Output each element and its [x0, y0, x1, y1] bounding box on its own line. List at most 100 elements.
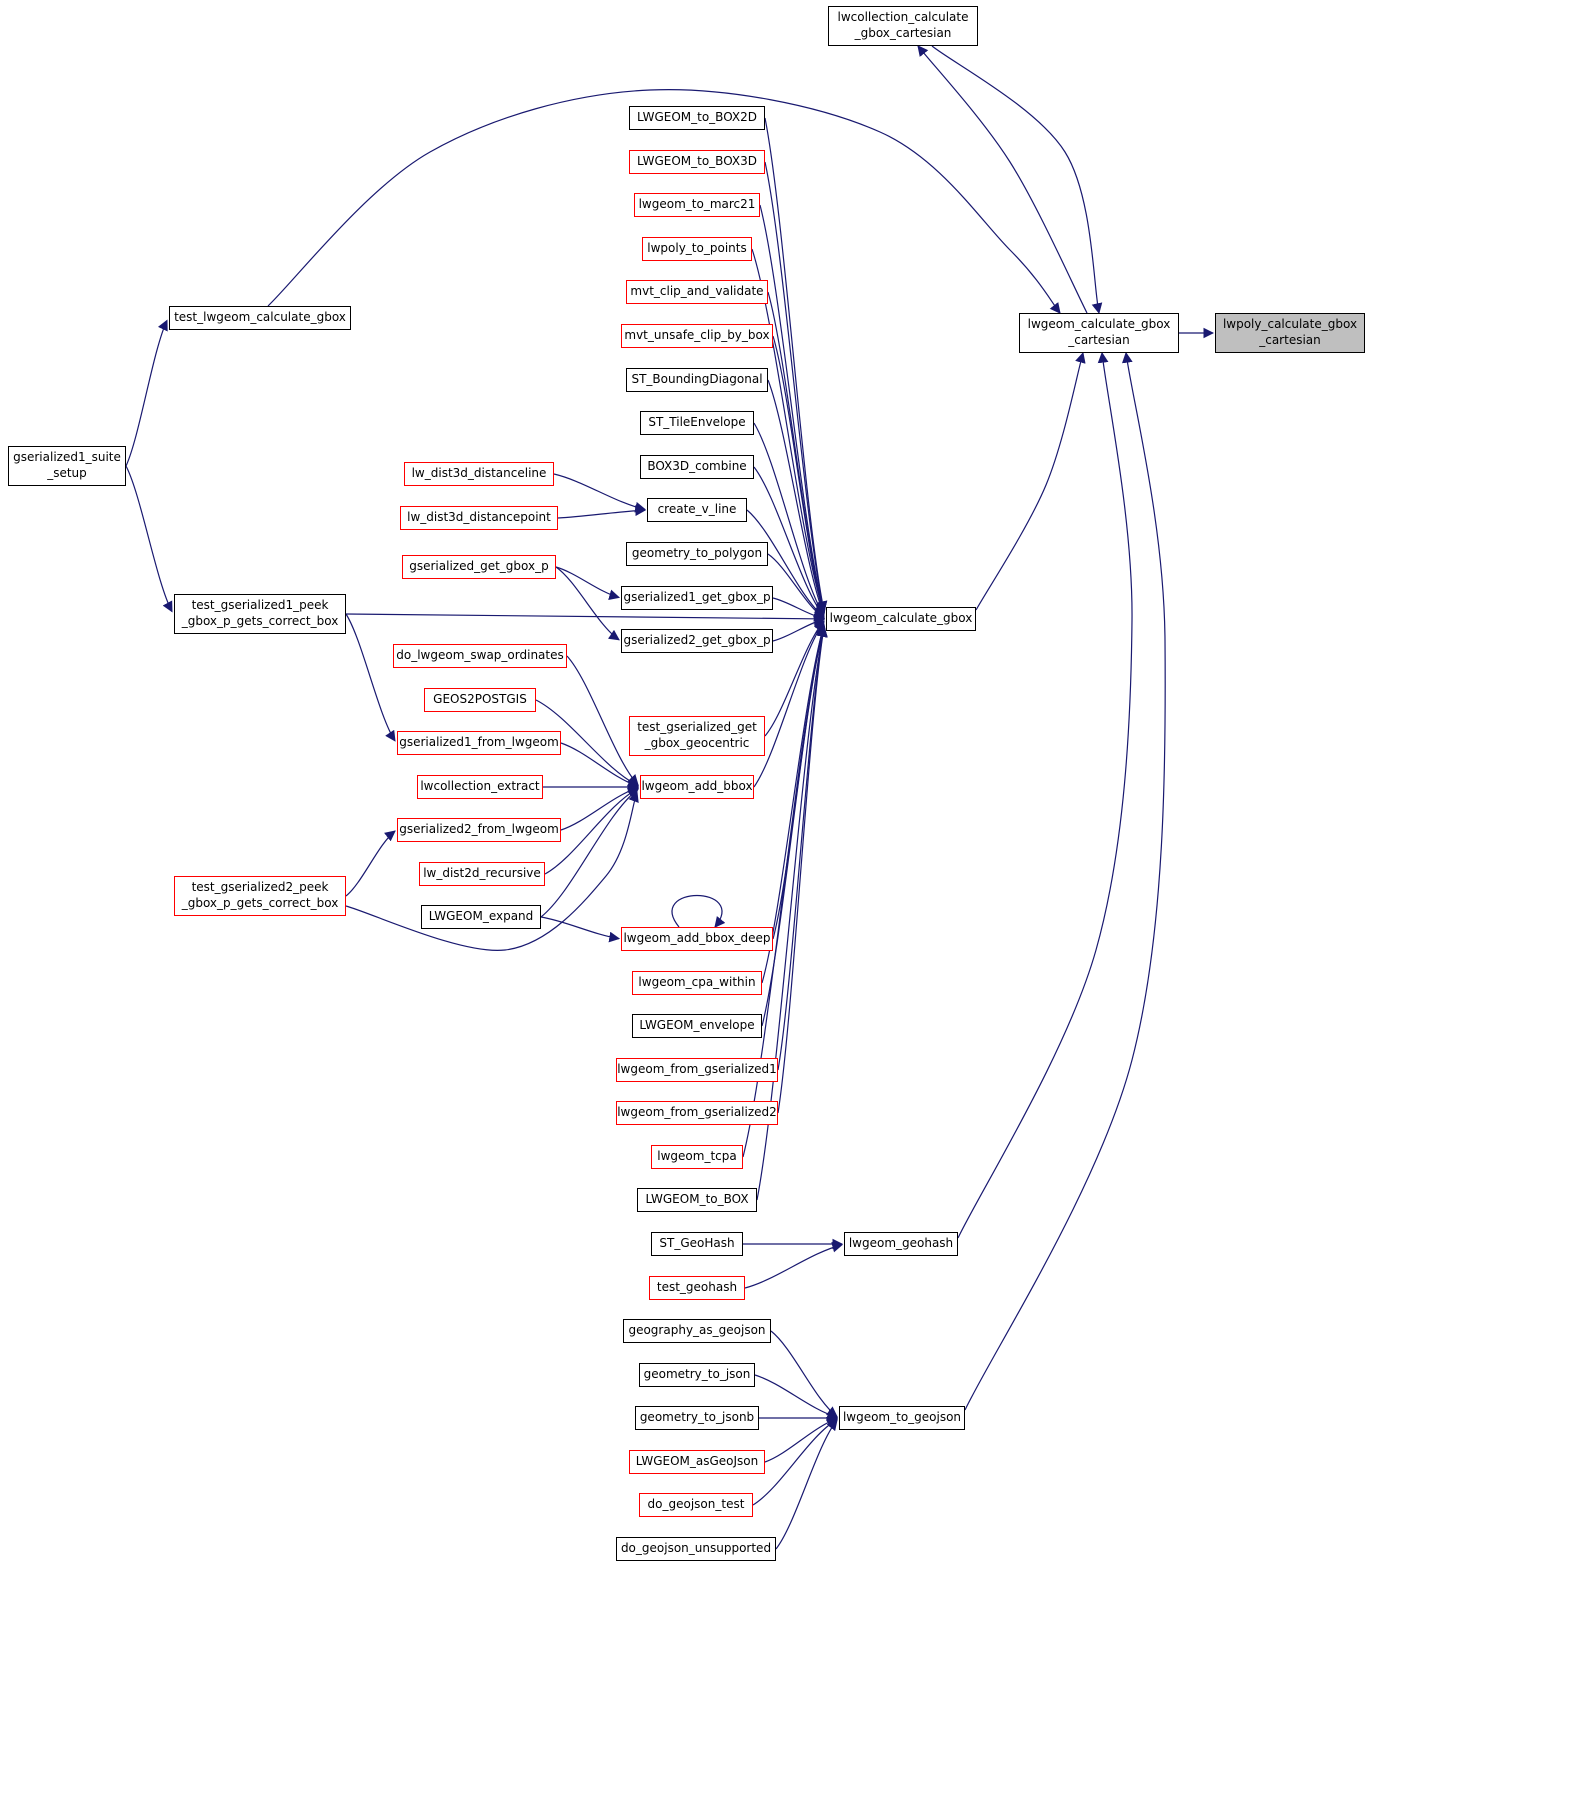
node-lwgeom_calculate_gbox_cartesian[interactable]: lwgeom_calculate_gbox _cartesian: [1019, 313, 1179, 353]
node-label: do_geojson_unsupported: [620, 1541, 772, 1556]
node-label: lwgeom_tcpa: [657, 1149, 737, 1164]
node-ST_GeoHash[interactable]: ST_GeoHash: [651, 1232, 743, 1256]
node-test_gserialized1_peek_gbox_p_gets_correct_box[interactable]: test_gserialized1_peek _gbox_p_gets_corr…: [174, 594, 346, 634]
call-edge: [566, 655, 639, 786]
call-edge: [125, 465, 173, 613]
node-LWGEOM_to_BOX2D[interactable]: LWGEOM_to_BOX2D: [629, 106, 765, 130]
call-edge: [767, 379, 826, 617]
node-lw_dist2d_recursive[interactable]: lw_dist2d_recursive: [419, 862, 545, 886]
call-edge: [764, 161, 828, 613]
node-label: do_geojson_test: [647, 1497, 745, 1512]
node-lwpoly_to_points[interactable]: lwpoly_to_points: [642, 237, 752, 261]
node-GEOS2POSTGIS[interactable]: GEOS2POSTGIS: [424, 688, 536, 712]
node-LWGEOM_asGeoJson[interactable]: LWGEOM_asGeoJson: [629, 1450, 765, 1474]
node-lwgeom_add_bbox_deep[interactable]: lwgeom_add_bbox_deep: [621, 927, 773, 951]
node-label: geometry_to_jsonb: [639, 1410, 755, 1425]
node-test_geohash[interactable]: test_geohash: [649, 1276, 745, 1300]
node-ST_BoundingDiagonal[interactable]: ST_BoundingDiagonal: [626, 368, 768, 392]
node-lwgeom_geohash[interactable]: lwgeom_geohash: [844, 1232, 958, 1256]
call-edge: [560, 785, 640, 831]
node-lw_dist3d_distanceline[interactable]: lw_dist3d_distanceline: [404, 462, 554, 486]
node-gserialized1_suite_setup[interactable]: gserialized1_suite _setup: [8, 446, 126, 486]
node-lwgeom_calculate_gbox[interactable]: lwgeom_calculate_gbox: [826, 607, 976, 631]
node-mvt_unsafe_clip_by_box[interactable]: mvt_unsafe_clip_by_box: [621, 324, 773, 348]
call-edge: [557, 505, 647, 519]
node-create_v_line[interactable]: create_v_line: [647, 498, 747, 522]
node-gserialized1_from_lwgeom[interactable]: gserialized1_from_lwgeom: [397, 731, 561, 755]
node-gserialized2_from_lwgeom[interactable]: gserialized2_from_lwgeom: [397, 818, 561, 842]
node-lwgeom_tcpa[interactable]: lwgeom_tcpa: [651, 1145, 743, 1169]
call-edge: [753, 620, 825, 788]
node-test_gserialized_get_gbox_geocentric[interactable]: test_gserialized_get _gbox_geocentric: [629, 716, 765, 756]
node-test_lwgeom_calculate_gbox[interactable]: test_lwgeom_calculate_gbox: [169, 306, 351, 330]
node-label: LWGEOM_asGeoJson: [635, 1454, 759, 1469]
node-BOX3D_combine[interactable]: BOX3D_combine: [640, 455, 754, 479]
call-edge: [917, 45, 1088, 314]
call-edge: [772, 335, 827, 616]
node-LWGEOM_to_BOX3D[interactable]: LWGEOM_to_BOX3D: [629, 150, 765, 174]
node-label: gserialized2_get_gbox_p: [623, 633, 771, 648]
node-label: LWGEOM_to_BOX3D: [637, 154, 757, 169]
node-label: lwgeom_calculate_gbox _cartesian: [1027, 317, 1171, 347]
call-edge: [125, 319, 168, 467]
node-label: test_geohash: [656, 1280, 738, 1295]
node-geography_as_geojson[interactable]: geography_as_geojson: [623, 1319, 771, 1343]
call-edge: [560, 742, 640, 789]
node-lwgeom_to_geojson[interactable]: lwgeom_to_geojson: [839, 1406, 965, 1430]
call-edge: [671, 895, 726, 928]
node-label: LWGEOM_envelope: [639, 1018, 755, 1033]
node-label: gserialized_get_gbox_p: [409, 559, 549, 574]
node-LWGEOM_envelope[interactable]: LWGEOM_envelope: [632, 1014, 762, 1038]
node-label: lw_dist3d_distanceline: [411, 466, 547, 481]
node-gserialized1_get_gbox_p[interactable]: gserialized1_get_gbox_p: [621, 586, 773, 610]
node-LWGEOM_to_BOX[interactable]: LWGEOM_to_BOX: [637, 1188, 757, 1212]
node-label: geometry_to_json: [643, 1367, 751, 1382]
node-gserialized_get_gbox_p[interactable]: gserialized_get_gbox_p: [402, 555, 556, 579]
call-edge: [753, 422, 825, 617]
call-edge: [975, 351, 1086, 611]
node-lwgeom_cpa_within[interactable]: lwgeom_cpa_within: [632, 971, 762, 995]
node-lwgeom_from_gserialized1[interactable]: lwgeom_from_gserialized1: [616, 1058, 778, 1082]
call-edge: [770, 1330, 838, 1418]
node-lwgeom_from_gserialized2[interactable]: lwgeom_from_gserialized2: [616, 1101, 778, 1125]
node-do_geojson_test[interactable]: do_geojson_test: [639, 1493, 753, 1517]
node-label: gserialized1_get_gbox_p: [623, 590, 771, 605]
node-label: ST_GeoHash: [659, 1236, 735, 1251]
call-edge: [764, 117, 828, 613]
node-geometry_to_jsonb[interactable]: geometry_to_jsonb: [635, 1406, 759, 1430]
node-label: mvt_unsafe_clip_by_box: [624, 328, 770, 343]
node-ST_TileEnvelope[interactable]: ST_TileEnvelope: [640, 411, 754, 435]
call-edge: [535, 699, 639, 787]
node-lwgeom_to_marc21[interactable]: lwgeom_to_marc21: [634, 193, 760, 217]
node-lwgeom_add_bbox[interactable]: lwgeom_add_bbox: [640, 775, 754, 799]
node-lwcollection_calculate_gbox_cartesian[interactable]: lwcollection_calculate _gbox_cartesian: [828, 6, 978, 46]
node-mvt_clip_and_validate[interactable]: mvt_clip_and_validate: [626, 280, 768, 304]
node-label: lwpoly_to_points: [647, 241, 747, 256]
call-edge: [345, 790, 639, 951]
node-geometry_to_json[interactable]: geometry_to_json: [639, 1363, 755, 1387]
call-edge: [345, 613, 396, 742]
call-edge: [553, 473, 647, 513]
node-label: lwgeom_from_gserialized2: [617, 1105, 777, 1120]
node-label: ST_BoundingDiagonal: [631, 372, 763, 387]
call-edge: [759, 204, 827, 614]
call-edge: [957, 351, 1133, 1239]
node-test_gserialized2_peek_gbox_p_gets_correct_box[interactable]: test_gserialized2_peek _gbox_p_gets_corr…: [174, 876, 346, 916]
node-do_lwgeom_swap_ordinates[interactable]: do_lwgeom_swap_ordinates: [393, 644, 567, 668]
node-label: ST_TileEnvelope: [648, 415, 746, 430]
node-lwcollection_extract[interactable]: lwcollection_extract: [417, 775, 543, 799]
node-lw_dist3d_distancepoint[interactable]: lw_dist3d_distancepoint: [400, 506, 558, 530]
node-geometry_to_polygon[interactable]: geometry_to_polygon: [626, 542, 768, 566]
call-edge: [753, 466, 825, 618]
node-LWGEOM_expand[interactable]: LWGEOM_expand: [421, 905, 541, 929]
node-label: test_lwgeom_calculate_gbox: [174, 310, 346, 325]
node-do_geojson_unsupported[interactable]: do_geojson_unsupported: [616, 1537, 776, 1561]
call-edge: [345, 613, 826, 625]
node-label: gserialized1_from_lwgeom: [399, 735, 559, 750]
node-label: geometry_to_polygon: [631, 546, 763, 561]
node-label: lwgeom_cpa_within: [638, 975, 756, 990]
node-label: create_v_line: [657, 502, 737, 517]
node-gserialized2_get_gbox_p[interactable]: gserialized2_get_gbox_p: [621, 629, 773, 653]
call-edge: [756, 625, 828, 1201]
